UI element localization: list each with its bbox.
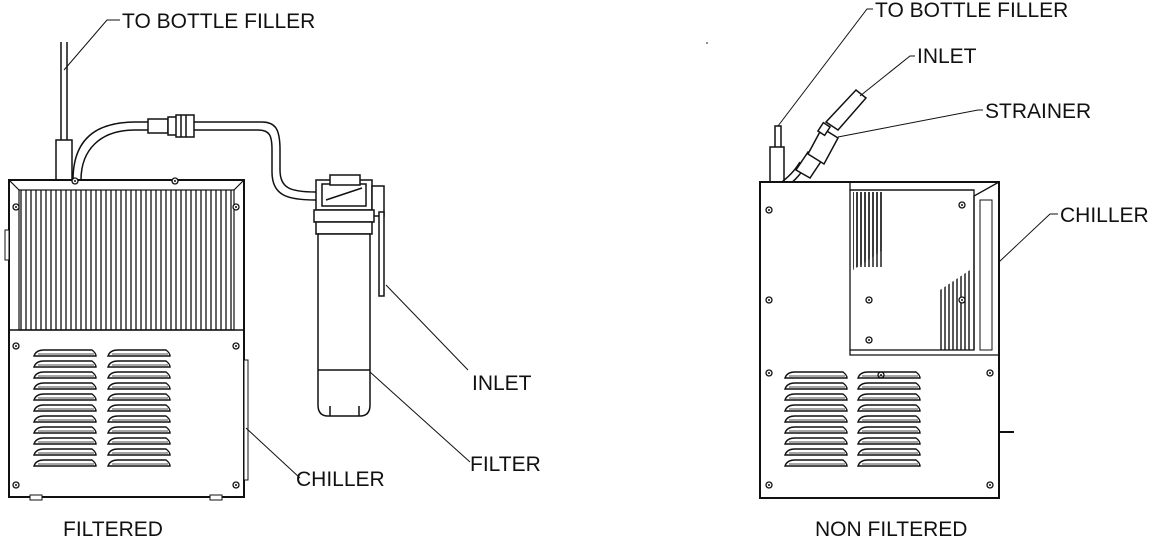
caption-non-filtered: NON FILTERED [815,518,967,537]
chiller-unit-filtered [4,177,249,501]
leader-lines-filtered [63,19,471,479]
bottle-filler-tube [55,42,73,183]
leader-lines-non-filtered [777,8,1058,263]
inlet-strainer [777,88,868,188]
bottle-filler-stub [769,125,785,183]
supply-hose [72,114,317,201]
filtered-assembly: TO BOTTLE FILLER INLET FILTER CHILLER FI… [4,10,541,537]
label-filter: FILTER [470,453,541,476]
label-strainer: STRAINER [985,100,1091,123]
chiller-unit-non-filtered [759,181,1014,499]
caption-filtered: FILTERED [63,518,163,537]
label-chiller-non-filtered: CHILLER [1060,204,1149,227]
label-to-bottle-filler-non-filtered: TO BOTTLE FILLER [875,0,1068,22]
non-filtered-assembly: TO BOTTLE FILLER INLET STRAINER CHILLER … [706,0,1149,537]
label-to-bottle-filler-filtered: TO BOTTLE FILLER [122,10,315,33]
label-chiller-filtered: CHILLER [296,468,385,491]
label-inlet-filtered: INLET [472,372,532,395]
label-inlet-non-filtered: INLET [917,45,977,68]
water-filter [313,174,385,417]
